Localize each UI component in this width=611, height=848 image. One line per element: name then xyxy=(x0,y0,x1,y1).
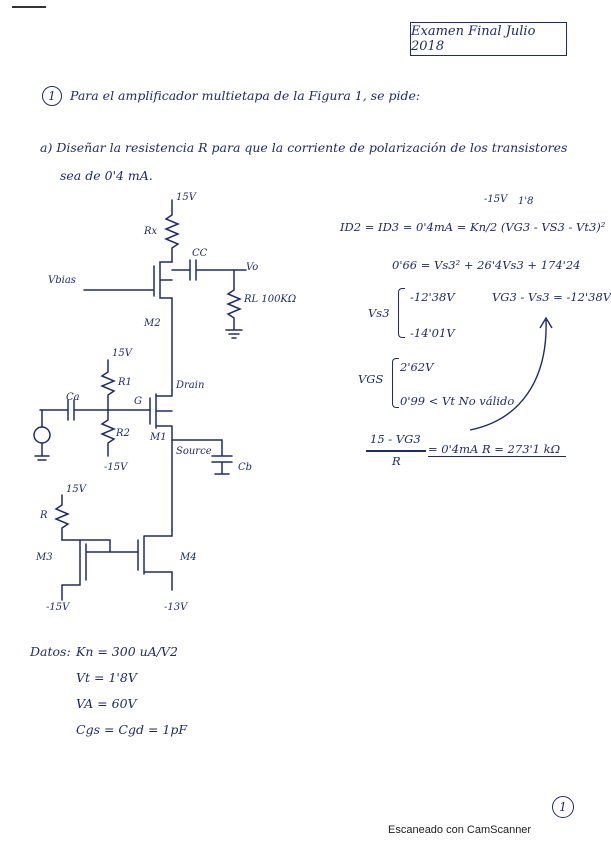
eq3-numerator: 15 - VG3 xyxy=(370,432,421,446)
label-vo: Vo xyxy=(246,262,259,273)
label-vss-left: -15V xyxy=(46,602,70,613)
annotation-top2: 1'8 xyxy=(518,196,534,207)
label-m1: M1 xyxy=(150,432,167,443)
m3-transistor xyxy=(61,539,139,601)
equation-current: ID2 = ID3 = 0'4mA = Kn/2 (VG3 - VS3 - Vt… xyxy=(340,220,606,234)
part-a-line2: sea de 0'4 mA. xyxy=(60,168,153,183)
label-cb: Cb xyxy=(238,462,253,473)
label-ca: Ca xyxy=(66,392,80,403)
question-intro: 1 Para el amplificador multietapa de la … xyxy=(42,86,420,106)
label-vdd-mid: 15V xyxy=(112,348,132,359)
annotation-top1: -15V xyxy=(484,194,508,205)
exam-title: Examen Final Julio 2018 xyxy=(411,24,536,54)
part-a-label: a) xyxy=(40,140,53,155)
label-vss-mid: -15V xyxy=(104,462,128,473)
label-r2: R2 xyxy=(116,428,130,439)
cc-capacitor xyxy=(171,259,247,281)
eq3-denominator: R xyxy=(392,454,401,468)
corner-mark xyxy=(12,6,46,8)
vgs3-value: VG3 - Vs3 = -12'38V xyxy=(492,290,611,304)
label-r1: R1 xyxy=(118,377,132,388)
vs3-root-b: -14'01V xyxy=(410,326,455,340)
rl-resistor xyxy=(225,269,243,339)
part-a-text2: sea de 0'4 mA. xyxy=(60,168,153,183)
label-rx: Rx xyxy=(144,226,158,237)
label-source: Source xyxy=(176,446,212,457)
data-kn: Kn = 300 uA/V2 xyxy=(76,644,178,659)
data-cgs: Cgs = Cgd = 1pF xyxy=(76,722,188,737)
eq3-fraction-bar xyxy=(366,450,426,452)
exam-title-box: Examen Final Julio 2018 xyxy=(410,22,567,56)
label-g: G xyxy=(134,396,142,407)
label-vdd-low: 15V xyxy=(66,484,86,495)
page-number: 1 xyxy=(552,796,574,818)
m2-transistor xyxy=(83,261,173,299)
question-intro-text: Para el amplificador multietapa de la Fi… xyxy=(69,88,421,103)
vgs-label: VGS xyxy=(358,372,384,386)
data-vt: Vt = 1'8V xyxy=(76,670,137,685)
vs3-label: Vs3 xyxy=(368,306,390,320)
r2-resistor xyxy=(100,409,116,457)
data-label: Datos: xyxy=(30,644,71,659)
r-resistor xyxy=(54,494,70,541)
m4-transistor xyxy=(137,529,173,591)
label-vbias: Vbias xyxy=(48,275,76,286)
label-drain: Drain xyxy=(176,380,205,391)
label-vdd-top: 15V xyxy=(176,192,196,203)
m1-transistor xyxy=(149,389,173,441)
label-vss-right: -13V xyxy=(164,602,188,613)
scanner-watermark: Escaneado con CamScanner xyxy=(388,824,532,836)
question-number: 1 xyxy=(42,86,62,106)
vgs-root-a: 2'62V xyxy=(400,360,434,374)
eq3-result: = 0'4mA R = 273'1 kΩ xyxy=(428,442,567,457)
data-va: VA = 60V xyxy=(76,696,137,711)
cb-capacitor xyxy=(171,439,233,475)
equation-quadratic: 0'66 = Vs3² + 26'4Vs3 + 174'24 xyxy=(392,258,581,272)
vgs-root-b: 0'99 < Vt No válido xyxy=(400,394,515,408)
ca-capacitor xyxy=(39,399,151,421)
vgs-brace xyxy=(392,358,399,408)
label-m4: M4 xyxy=(180,552,197,563)
rx-resistor xyxy=(164,199,180,263)
source-ground xyxy=(34,409,50,461)
vs3-brace xyxy=(398,288,405,338)
label-cc: CC xyxy=(192,248,208,259)
part-a-text1: Diseñar la resistencia R para que la cor… xyxy=(56,140,568,155)
label-m2: M2 xyxy=(144,318,161,329)
r1-resistor xyxy=(100,359,116,411)
label-r: R xyxy=(40,510,48,521)
label-m3: M3 xyxy=(36,552,53,563)
part-a-line1: a) Diseñar la resistencia R para que la … xyxy=(40,140,567,155)
vs3-root-a: -12'38V xyxy=(410,290,455,304)
label-rl: RL 100KΩ xyxy=(244,294,297,305)
